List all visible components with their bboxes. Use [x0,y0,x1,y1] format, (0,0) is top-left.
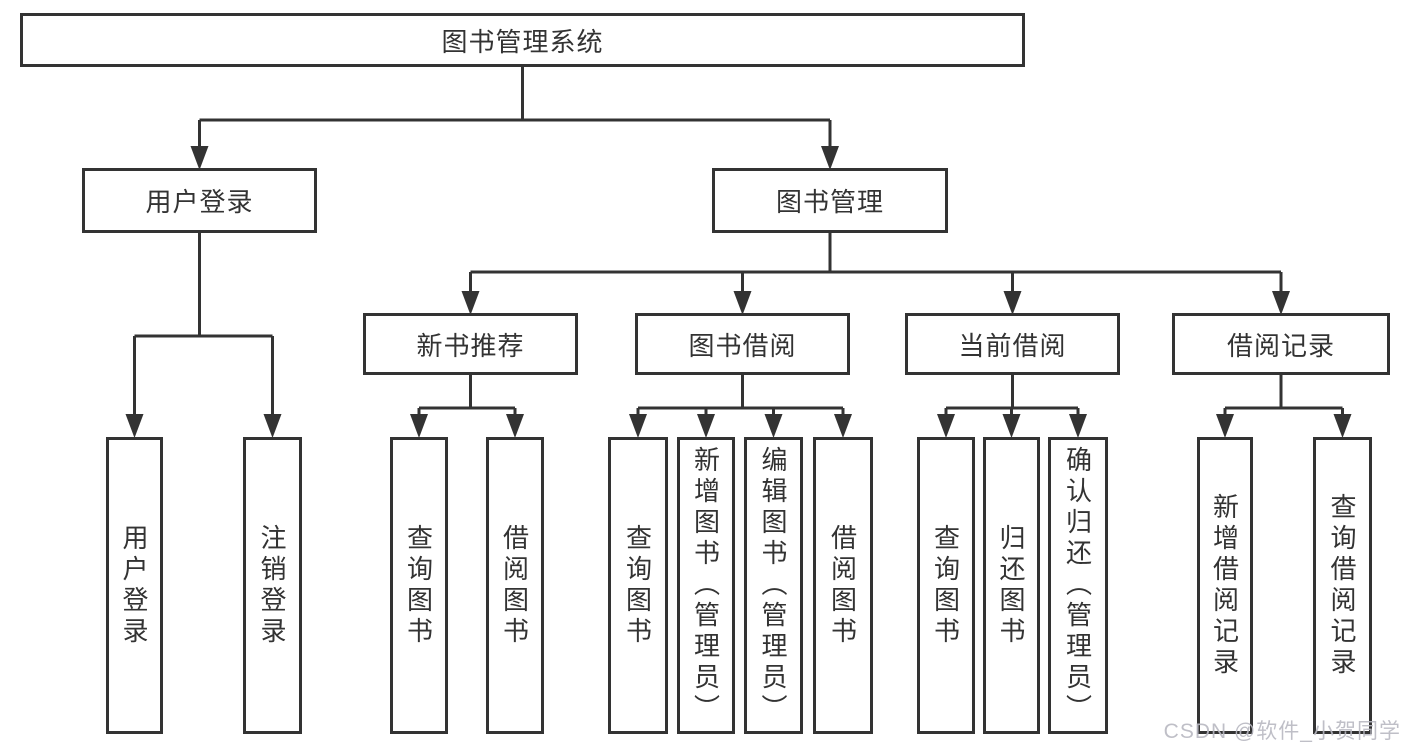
node-confirm-return-admin: 确认归还（管理员） [1048,437,1108,734]
node-label: 新增借阅记录 [1209,492,1240,679]
node-label: 查询图书 [622,523,653,648]
node-user-login: 用户登录 [106,437,163,734]
node-label: 用户登录 [145,187,254,217]
node-label: 当前借阅 [958,330,1067,361]
node-label: 查询图书 [403,523,434,648]
node-label: 用户登录 [119,523,149,648]
node-new-book-recommendation: 新书推荐 [363,313,578,375]
node-logout: 注销登录 [243,437,302,734]
node-query-books-borrowing: 查询图书 [608,437,668,734]
csdn-watermark: CSDN @软件_小贺同学 [1163,720,1401,743]
node-label: 查询图书 [930,523,961,648]
node-label: 注销登录 [257,523,287,648]
node-label: 借阅记录 [1226,330,1335,361]
node-query-borrow-record: 查询借阅记录 [1313,437,1372,734]
node-book-management: 图书管理 [712,168,948,233]
node-add-borrow-record: 新增借阅记录 [1197,437,1253,734]
node-label: 图书管理系统 [441,26,604,57]
node-current-borrowing: 当前借阅 [905,313,1120,375]
node-label: 新增图书（管理员） [690,446,721,725]
node-library-management-system: 图书管理系统 [20,13,1025,67]
node-query-books-current: 查询图书 [917,437,975,734]
node-add-book-admin: 新增图书（管理员） [677,437,735,734]
node-label: 借阅图书 [499,523,530,648]
node-label: 编辑图书（管理员） [758,446,788,725]
node-user-login-group: 用户登录 [82,168,317,233]
node-label: 新书推荐 [416,330,525,361]
node-label: 图书管理 [775,187,884,217]
node-label: 借阅图书 [827,523,858,648]
node-label: 图书借阅 [688,330,797,361]
node-borrowing-records: 借阅记录 [1172,313,1390,375]
connector-edges [133,67,1344,416]
node-return-book: 归还图书 [983,437,1040,734]
node-label: 确认归还（管理员） [1062,446,1093,725]
arrowheads [125,146,1352,438]
node-borrow-books: 借阅图书 [813,437,873,734]
node-label: 查询借阅记录 [1327,492,1357,679]
node-edit-book-admin: 编辑图书（管理员） [744,437,803,734]
node-label: 归还图书 [996,523,1026,648]
node-query-books-recommendation: 查询图书 [390,437,448,734]
node-borrow-books-recommendation: 借阅图书 [486,437,544,734]
node-book-borrowing: 图书借阅 [635,313,850,375]
